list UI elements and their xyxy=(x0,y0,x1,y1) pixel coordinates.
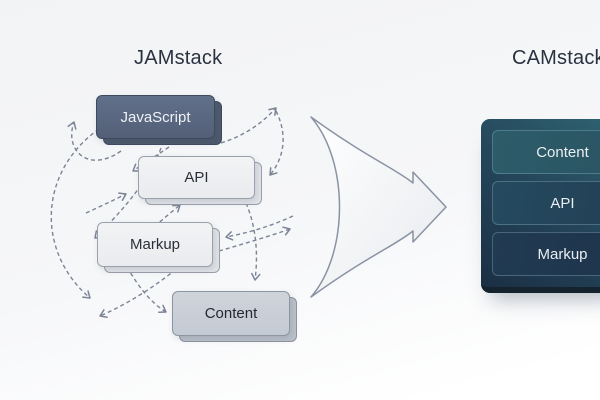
dashed-arrow xyxy=(269,110,284,176)
panel-row-content: Content xyxy=(492,130,600,174)
big-right-arrow-icon xyxy=(310,116,447,298)
dashed-arrow xyxy=(85,192,127,214)
panel-row-content-label: Content xyxy=(536,143,589,161)
card-api-label: API xyxy=(138,156,255,199)
dashed-arrow xyxy=(245,202,261,281)
jamstack-title: JAMstack xyxy=(134,47,223,69)
dashed-arrow xyxy=(220,107,277,144)
card-content: Content xyxy=(172,291,297,342)
card-javascript: JavaScript xyxy=(96,95,222,145)
card-markup-label: Markup xyxy=(97,222,213,267)
dashed-arrow xyxy=(225,215,294,241)
panel-row-markup-label: Markup xyxy=(537,245,588,263)
camstack-title: CAMstack xyxy=(512,47,600,69)
dashed-arrow xyxy=(50,128,100,299)
panel-row-markup: Markup xyxy=(492,232,600,276)
card-javascript-label: JavaScript xyxy=(96,95,215,139)
panel-row-api-label: API xyxy=(550,194,575,212)
card-content-label: Content xyxy=(172,291,290,336)
dashed-arrow xyxy=(126,266,167,314)
panel-row-api: API xyxy=(492,181,600,225)
card-api: API xyxy=(138,156,262,205)
dashed-arrow xyxy=(218,226,291,252)
camstack-panel: Content API Markup xyxy=(481,119,600,293)
card-markup: Markup xyxy=(97,222,220,273)
